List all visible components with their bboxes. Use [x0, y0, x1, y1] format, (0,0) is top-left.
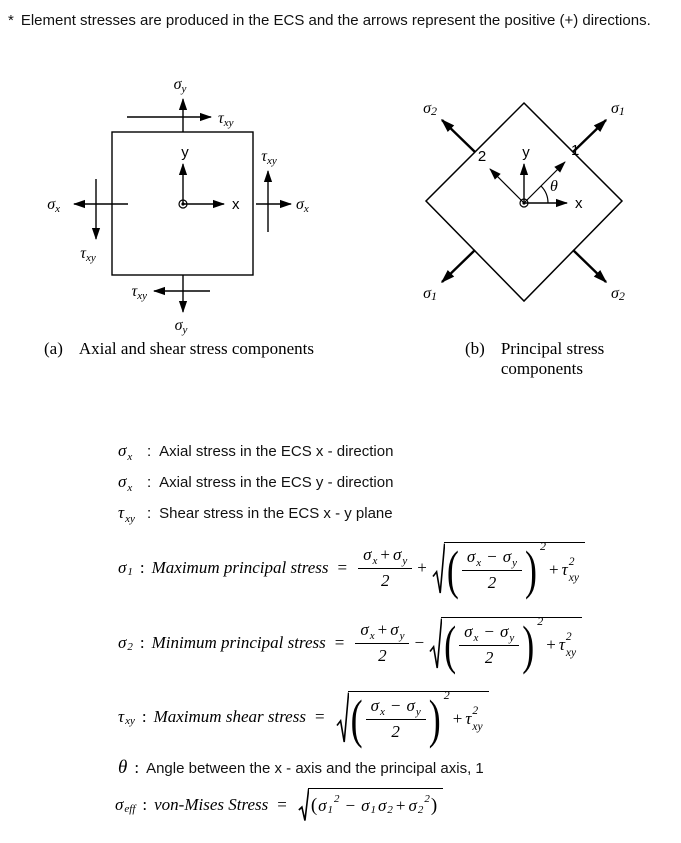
caption-b: (b) Principal stress components — [465, 339, 681, 379]
y-axis-label: y — [181, 144, 189, 161]
principal-axis-2 — [489, 168, 525, 204]
sigma-x-left-label: σx — [47, 196, 60, 215]
principal-axis-1 — [523, 161, 566, 204]
definition-tau-xy: τxy : Shear stress in the ECS x - y plan… — [118, 503, 393, 525]
origin-icon — [519, 198, 529, 208]
definition-sigma-y: σx : Axial stress in the ECS y - directi… — [118, 472, 394, 494]
sigma1-bottom-left-label: σ1 — [423, 285, 437, 303]
x-axis-label: x — [232, 196, 240, 213]
sigma-y-bottom-label: σy — [175, 317, 188, 336]
formula-name: Maximum principal stress — [151, 558, 329, 577]
tau-xy-symbol: τxy — [118, 503, 135, 525]
formula-name: von-Mises Stress — [154, 795, 269, 814]
definition-text: Axial stress in the ECS x - direction — [159, 443, 394, 460]
rotated-stress-element — [424, 101, 624, 303]
radical-sign — [336, 691, 349, 744]
axis-1-label: 1 — [571, 142, 579, 159]
theta-arc — [540, 185, 549, 204]
definition-text: Angle between the x - axis and the princ… — [146, 759, 484, 777]
radical-sign — [298, 788, 309, 822]
sigma2-bottom-right-arrow — [572, 249, 608, 284]
tau-xy-bottom-label: τxy — [132, 283, 148, 302]
caption-a-label: (a) — [44, 339, 63, 358]
sigma2-bottom-right-label: σ2 — [611, 285, 625, 303]
sigma2-top-left-label: σ2 — [423, 100, 437, 118]
sigma-x-symbol: σx — [118, 472, 133, 494]
caption-a-text: Axial and shear stress components — [78, 339, 314, 358]
radical-sign — [432, 542, 445, 595]
sigma1-bottom-left-arrow — [440, 249, 476, 284]
x-axis-label: x — [575, 195, 583, 212]
definition-text: Axial stress in the ECS y - direction — [159, 474, 394, 491]
formula-name: Maximum shear stress — [153, 707, 306, 726]
note-text: Element stresses are produced in the ECS… — [20, 12, 651, 29]
sigma1-top-right-arrow — [572, 118, 608, 153]
origin-dot-icon — [181, 202, 185, 206]
caption-b-text: Principal stress components — [500, 339, 605, 378]
sigma-y-top-label: σy — [174, 76, 187, 95]
note-bullet: * — [8, 12, 14, 29]
sigma1-top-right-label: σ1 — [611, 100, 625, 118]
definition-sigma-x: σx : Axial stress in the ECS x - directi… — [118, 441, 394, 463]
sigma-x-symbol: σx — [118, 441, 133, 463]
origin-dot-icon — [522, 201, 526, 205]
caption-b-label: (b) — [465, 339, 485, 358]
axial-shear-stress-diagram: σy τxy τxy σx σx τxy τxy σy y x — [47, 76, 309, 336]
definition-text: Shear stress in the ECS x - y plane — [159, 505, 393, 522]
axis-2-label: 2 — [478, 148, 486, 165]
tau-xy-right-label: τxy — [261, 148, 277, 167]
theta-label: θ — [550, 178, 558, 195]
tau-xy-left-label: τxy — [80, 245, 96, 264]
definitions-list: σx : Axial stress in the ECS x - directi… — [118, 441, 393, 534]
header-note: * Element stresses are produced in the E… — [8, 11, 676, 32]
radical-sign — [429, 617, 442, 670]
principal-stress-diagram: σ1 σ2 σ1 σ2 y x 1 2 θ — [423, 100, 625, 303]
sigma-x-right-label: σx — [296, 196, 309, 215]
definition-theta: θ : Angle between the x - axis and the p… — [118, 757, 484, 778]
sigma2-top-left-arrow — [440, 118, 476, 153]
origin-icon — [178, 199, 188, 209]
y-axis-label: y — [522, 144, 530, 161]
tau-xy-top-label: τxy — [218, 110, 234, 129]
formula-name: Minimum principal stress — [151, 633, 326, 652]
caption-a: (a) Axial and shear stress components — [44, 339, 314, 359]
